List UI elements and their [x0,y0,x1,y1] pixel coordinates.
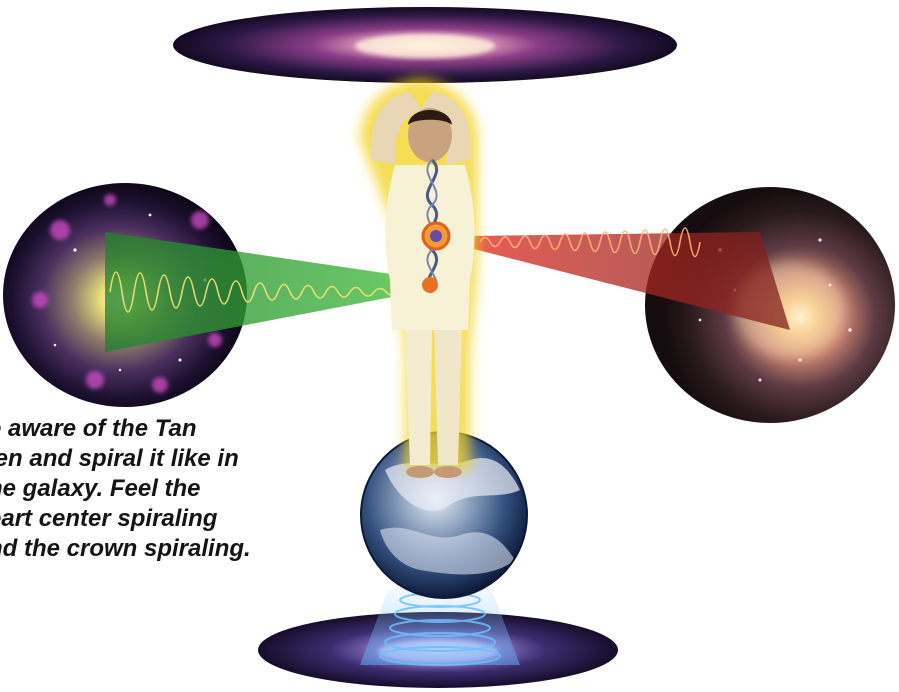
caption-line: ien and spiral it like in [0,444,348,474]
caption-line: eart center spiraling [0,504,348,534]
red-energy-beam [470,228,790,330]
top-galaxy-disc [173,7,677,83]
caption-text: e aware of the Tan ien and spiral it lik… [0,414,348,564]
green-energy-beam [105,232,418,352]
caption-line: nd the crown spiraling. [0,534,348,564]
blue-spiral-column [360,590,520,665]
caption-line: he galaxy. Feel the [0,474,348,504]
caption-line: e aware of the Tan [0,414,348,444]
